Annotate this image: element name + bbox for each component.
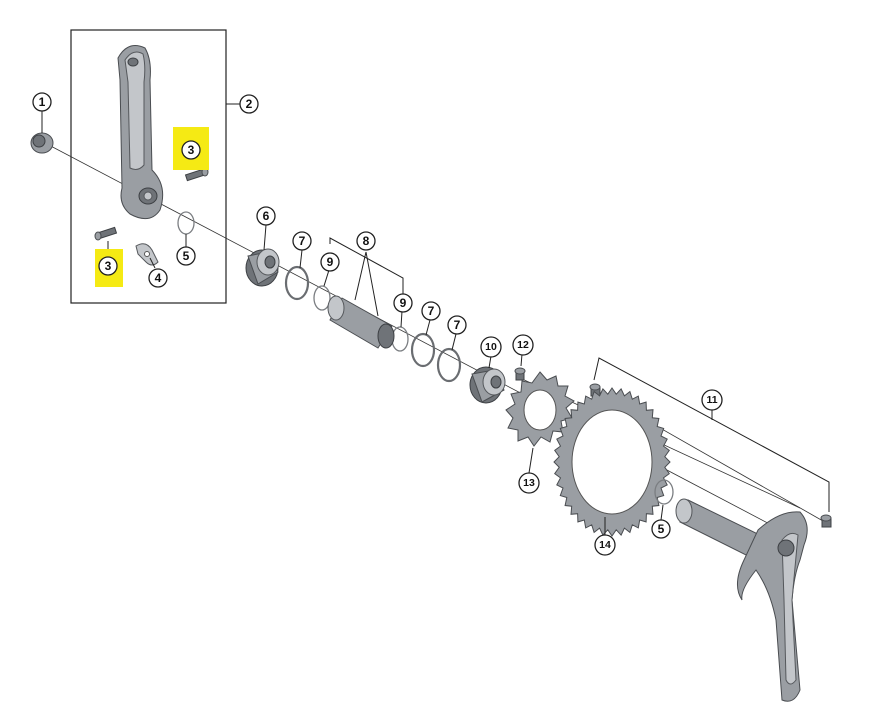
left-crank-arm-part	[117, 45, 164, 220]
o-ring-right-part	[654, 479, 674, 505]
callout-9b: 9	[393, 293, 413, 313]
right-crank-arm-part	[675, 498, 808, 702]
left-bearing-cup-part	[245, 248, 280, 287]
svg-text:3: 3	[105, 259, 112, 273]
callout-1: 1	[32, 92, 52, 112]
safety-plate-part	[135, 243, 159, 266]
svg-text:1: 1	[39, 95, 46, 109]
callout-3-upper: 3	[173, 127, 209, 170]
svg-text:6: 6	[263, 209, 270, 223]
callout-9a: 9	[320, 252, 340, 272]
left-crank-group-box	[70, 29, 227, 304]
crank-cap-part	[30, 132, 54, 154]
callout-2: 2	[239, 94, 259, 114]
callout-11: 11	[701, 389, 723, 411]
svg-text:7: 7	[299, 234, 306, 248]
svg-text:7: 7	[428, 304, 435, 318]
svg-text:5: 5	[183, 249, 190, 263]
spacer-ring-7c-part	[436, 347, 462, 383]
callout-3-lower: 3	[95, 249, 123, 287]
svg-text:4: 4	[155, 271, 162, 285]
svg-text:5: 5	[658, 522, 665, 536]
svg-text:12: 12	[517, 339, 529, 351]
callout-8: 8	[356, 231, 376, 251]
callout-5-right: 5	[651, 519, 671, 539]
bb-sleeve-part	[327, 295, 395, 349]
svg-text:14: 14	[599, 539, 611, 551]
small-chainring-part	[505, 371, 575, 447]
pinch-bolt-lower-part	[94, 226, 118, 241]
chainring-bolt-lower-part	[820, 514, 832, 528]
spacer-ring-7b-part	[410, 332, 436, 368]
callout-5-left: 5	[176, 246, 196, 266]
svg-text:3: 3	[188, 143, 195, 157]
thin-spacer-9a-part	[313, 285, 331, 311]
right-bearing-cup-part	[469, 366, 506, 404]
callout-12: 12	[512, 334, 534, 356]
assembly-axis-line	[44, 142, 801, 541]
chainring-bolt-small-part	[514, 367, 526, 381]
svg-text:9: 9	[400, 296, 407, 310]
svg-text:11: 11	[706, 394, 717, 406]
callout-7c: 7	[447, 315, 467, 335]
spacer-ring-7a-part	[284, 265, 310, 301]
thin-spacer-9b-part	[391, 326, 409, 352]
svg-text:13: 13	[523, 477, 535, 489]
callout-7b: 7	[421, 301, 441, 321]
callout-13: 13	[518, 472, 540, 494]
callout-10: 10	[480, 336, 502, 358]
svg-text:10: 10	[485, 341, 497, 353]
svg-text:9: 9	[327, 255, 334, 269]
callout-7a: 7	[292, 231, 312, 251]
callout-4: 4	[148, 268, 168, 288]
leader-lines	[41, 103, 830, 535]
callout-14: 14	[594, 534, 616, 556]
o-ring-left-part	[177, 211, 195, 235]
callout-6: 6	[256, 206, 276, 226]
svg-text:2: 2	[246, 97, 253, 111]
large-chainring-part	[553, 387, 671, 537]
svg-text:8: 8	[363, 234, 370, 248]
svg-text:7: 7	[454, 318, 461, 332]
